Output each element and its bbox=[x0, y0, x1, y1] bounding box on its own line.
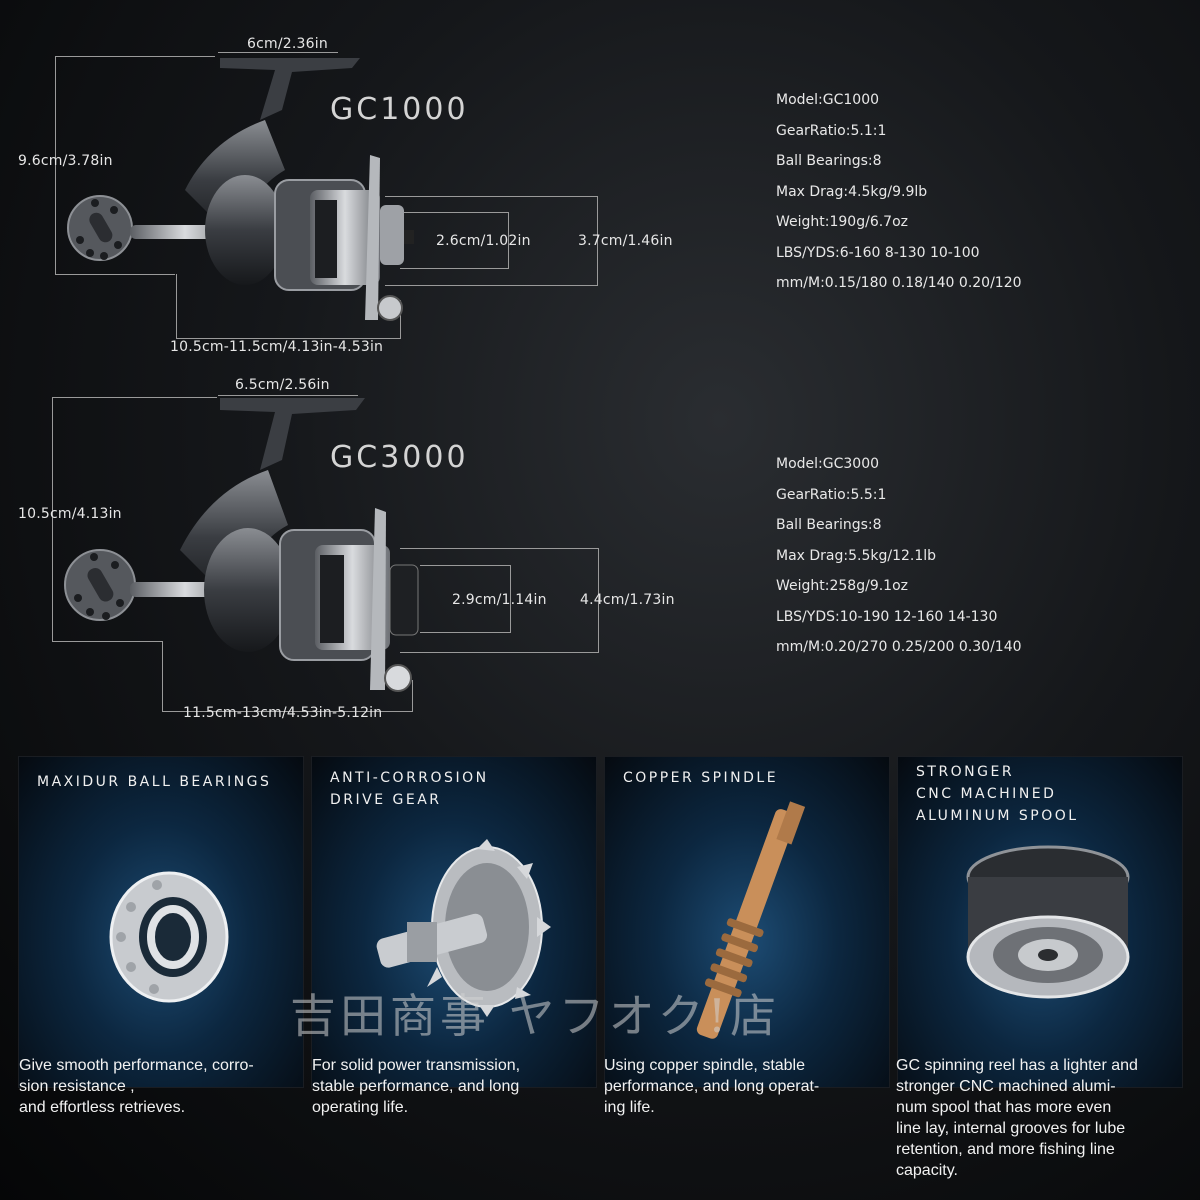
feature-title: Maxidur ball bearings bbox=[37, 771, 271, 793]
feature-title-line: Copper spindle bbox=[623, 770, 779, 786]
dim-line bbox=[55, 56, 215, 57]
dim-line bbox=[218, 395, 358, 396]
gc1000-reel-image bbox=[67, 58, 414, 321]
gc3000-width-label: 6.5cm/2.56in bbox=[235, 377, 330, 393]
dim-line bbox=[385, 285, 597, 286]
feature-description: GC spinning reel has a lighter and stron… bbox=[896, 1057, 1138, 1179]
dim-line bbox=[400, 268, 508, 269]
spec-max-drag: Max Drag:4.5kg/9.9lb bbox=[776, 183, 928, 200]
feature-title-line: Maxidur ball bearings bbox=[37, 774, 272, 790]
spec-gear-ratio: GearRatio:5.5:1 bbox=[776, 486, 887, 503]
feature-panel-spindle: Copper spindle bbox=[604, 756, 890, 1088]
dim-line bbox=[162, 711, 413, 712]
dim-line bbox=[598, 548, 599, 653]
feature-description: Give smooth performance, corro- sion res… bbox=[19, 1057, 254, 1116]
dim-line bbox=[400, 212, 508, 213]
gc3000-reel-image bbox=[64, 398, 419, 692]
feature-title-line: Stronger bbox=[916, 764, 1015, 780]
spec-gear-ratio: GearRatio:5.1:1 bbox=[776, 122, 887, 139]
dim-line bbox=[400, 300, 401, 338]
feature-description: Using copper spindle, stable performance… bbox=[604, 1057, 820, 1116]
aluminum-spool-icon bbox=[966, 845, 1130, 999]
dim-line bbox=[52, 641, 162, 642]
dim-line bbox=[176, 338, 401, 339]
dim-line bbox=[510, 565, 511, 633]
gc3000-spool-diameter-label: 4.4cm/1.73in bbox=[580, 592, 675, 608]
dim-line bbox=[508, 212, 509, 269]
feature-description: For solid power transmission, stable per… bbox=[312, 1057, 521, 1116]
gc1000-model-title: GC1000 bbox=[330, 92, 469, 127]
dim-line bbox=[55, 274, 175, 275]
spec-ball-bearings: Ball Bearings:8 bbox=[776, 517, 882, 533]
feature-title: Anti-Corrosion Drive Gear bbox=[330, 767, 489, 811]
spec-weight: Weight:258g/9.1oz bbox=[776, 578, 908, 594]
gc1000-length-label: 10.5cm-11.5cm/4.13in-4.53in bbox=[170, 339, 384, 355]
gc3000-model-title: GC3000 bbox=[330, 440, 469, 475]
spec-model: Model:GC1000 bbox=[776, 92, 880, 108]
dim-line bbox=[400, 652, 598, 653]
dim-line bbox=[385, 196, 597, 197]
spec-mm-m: mm/M:0.20/270 0.25/200 0.30/140 bbox=[776, 639, 1022, 655]
watermark-text: 吉田商事 ヤフオク!店 bbox=[290, 989, 781, 1043]
dim-line bbox=[400, 548, 598, 549]
spec-lbs-yds: LBS/YDS:6-160 8-130 10-100 bbox=[776, 244, 980, 261]
feature-title-line: Aluminum Spool bbox=[916, 808, 1079, 824]
dim-line bbox=[52, 397, 217, 398]
dim-line bbox=[420, 632, 510, 633]
dim-line bbox=[420, 565, 510, 566]
dim-line bbox=[52, 397, 53, 641]
drive-gear-icon bbox=[376, 839, 551, 1017]
spec-model: Model:GC3000 bbox=[776, 456, 880, 472]
dim-line bbox=[412, 680, 413, 711]
gc3000-length-label: 11.5cm-13cm/4.53in-5.12in bbox=[183, 705, 383, 721]
gc3000-spool-height-label: 2.9cm/1.14in bbox=[452, 592, 547, 608]
spec-mm-m: mm/M:0.15/180 0.18/140 0.20/120 bbox=[776, 275, 1022, 291]
feature-panel-drive-gear: Anti-Corrosion Drive Gear bbox=[311, 756, 597, 1088]
copper-spindle-icon bbox=[696, 801, 806, 1039]
spec-weight: Weight:190g/6.7oz bbox=[776, 214, 908, 230]
gc1000-width-label: 6cm/2.36in bbox=[247, 36, 328, 52]
dim-line bbox=[218, 52, 338, 53]
dim-line bbox=[162, 641, 163, 711]
ball-bearing-icon bbox=[109, 871, 229, 1003]
feature-title-line: Drive Gear bbox=[330, 792, 442, 808]
feature-title: Copper spindle bbox=[623, 767, 778, 789]
gc1000-spec-list: Model:GC1000 GearRatio:5.1:1 Ball Bearin… bbox=[776, 85, 1022, 299]
spec-max-drag: Max Drag:5.5kg/12.1lb bbox=[776, 547, 937, 564]
spec-lbs-yds: LBS/YDS:10-190 12-160 14-130 bbox=[776, 608, 998, 625]
feature-title-line: CNC Machined bbox=[916, 786, 1057, 802]
feature-panel-bearings: Maxidur ball bearings bbox=[18, 756, 304, 1088]
gc1000-spool-diameter-label: 3.7cm/1.46in bbox=[578, 233, 673, 249]
feature-panel-spool: Stronger CNC Machined Aluminum Spool bbox=[897, 756, 1183, 1088]
gc3000-height-label: 10.5cm/4.13in bbox=[18, 506, 122, 522]
gc3000-spec-list: Model:GC3000 GearRatio:5.5:1 Ball Bearin… bbox=[776, 449, 1022, 663]
feature-title-line: Anti-Corrosion bbox=[330, 770, 489, 786]
dim-line bbox=[597, 196, 598, 286]
gc1000-spool-height-label: 2.6cm/1.02in bbox=[436, 233, 531, 249]
dim-line bbox=[176, 274, 177, 338]
gc1000-height-label: 9.6cm/3.78in bbox=[18, 153, 113, 169]
feature-title: Stronger CNC Machined Aluminum Spool bbox=[916, 761, 1079, 827]
spec-ball-bearings: Ball Bearings:8 bbox=[776, 153, 882, 169]
dim-line bbox=[55, 56, 56, 274]
